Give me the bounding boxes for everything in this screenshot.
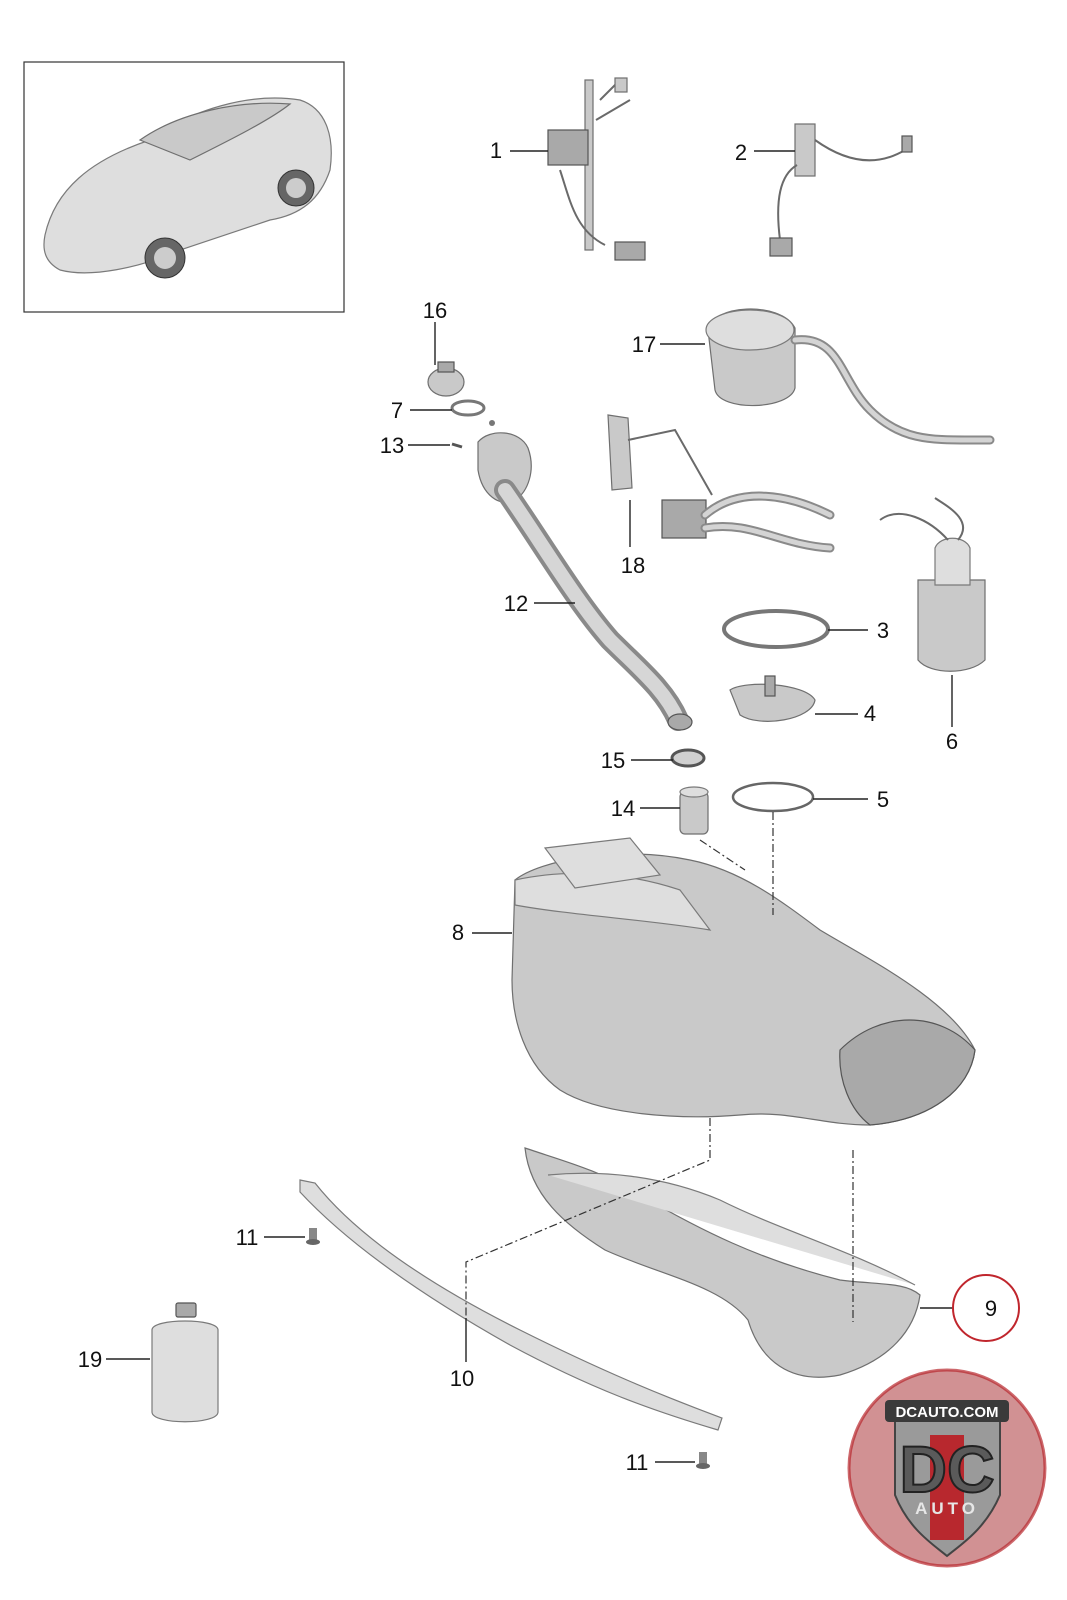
callout-19: 19 bbox=[78, 1347, 102, 1372]
callout-6: 6 bbox=[946, 729, 958, 754]
callout-16: 16 bbox=[423, 298, 447, 323]
part-11-bolts bbox=[306, 1228, 710, 1469]
callout-7: 7 bbox=[391, 398, 403, 423]
callout-2: 2 bbox=[735, 140, 747, 165]
logo-bottom-text: AUTO bbox=[915, 1499, 979, 1518]
callout-15: 15 bbox=[601, 748, 625, 773]
part-1-fuel-level-sender bbox=[547, 77, 646, 261]
logo-top-text: DCAUTO.COM bbox=[895, 1404, 998, 1421]
part-5-seal-ring bbox=[731, 781, 815, 813]
callout-9: 9 bbox=[985, 1296, 997, 1321]
part-7-o-ring bbox=[450, 399, 486, 417]
callout-14: 14 bbox=[611, 796, 635, 821]
callout-1: 1 bbox=[490, 138, 502, 163]
part-14-filler-connector bbox=[679, 786, 709, 835]
callout-labels: 1 2 3 4 5 6 7 8 9 10 11 11 12 13 14 15 1… bbox=[78, 138, 997, 1475]
part-18-pressure-sensor bbox=[607, 414, 835, 553]
part-19-additive-bottle bbox=[151, 1302, 219, 1423]
part-16-vent-valve bbox=[427, 361, 465, 397]
callout-9-highlight-ring bbox=[952, 1274, 1020, 1342]
vehicle-thumbnail bbox=[23, 61, 345, 313]
part-6-fuel-pump bbox=[879, 497, 986, 672]
part-10-tank-strap bbox=[299, 1179, 723, 1431]
callout-12: 12 bbox=[504, 591, 528, 616]
callout-17: 17 bbox=[632, 332, 656, 357]
leader-lines bbox=[106, 150, 953, 1463]
part-8-fuel-tank bbox=[511, 837, 976, 1126]
logo-main-text: DC bbox=[899, 1432, 994, 1506]
part-2-fuel-level-sender bbox=[769, 123, 913, 257]
callout-13: 13 bbox=[380, 433, 404, 458]
callout-10: 10 bbox=[450, 1366, 474, 1391]
callout-11-upper: 11 bbox=[236, 1225, 259, 1250]
callout-11-lower: 11 bbox=[626, 1450, 649, 1475]
callout-4: 4 bbox=[864, 701, 876, 726]
part-15-hose-clamp bbox=[670, 748, 706, 768]
dcauto-logo: DCAUTO.COM DC AUTO bbox=[847, 1368, 1047, 1568]
part-9-heat-shield bbox=[524, 1147, 921, 1378]
part-17-charcoal-canister bbox=[705, 308, 995, 445]
part-13-screw bbox=[451, 420, 495, 449]
callout-18: 18 bbox=[621, 553, 645, 578]
part-3-gasket bbox=[722, 609, 830, 649]
callout-8: 8 bbox=[452, 920, 464, 945]
callout-5: 5 bbox=[877, 787, 889, 812]
part-12-filler-neck bbox=[477, 432, 693, 731]
assembly-lines bbox=[465, 812, 854, 1322]
part-4-flange bbox=[729, 675, 816, 722]
callout-3: 3 bbox=[877, 618, 889, 643]
